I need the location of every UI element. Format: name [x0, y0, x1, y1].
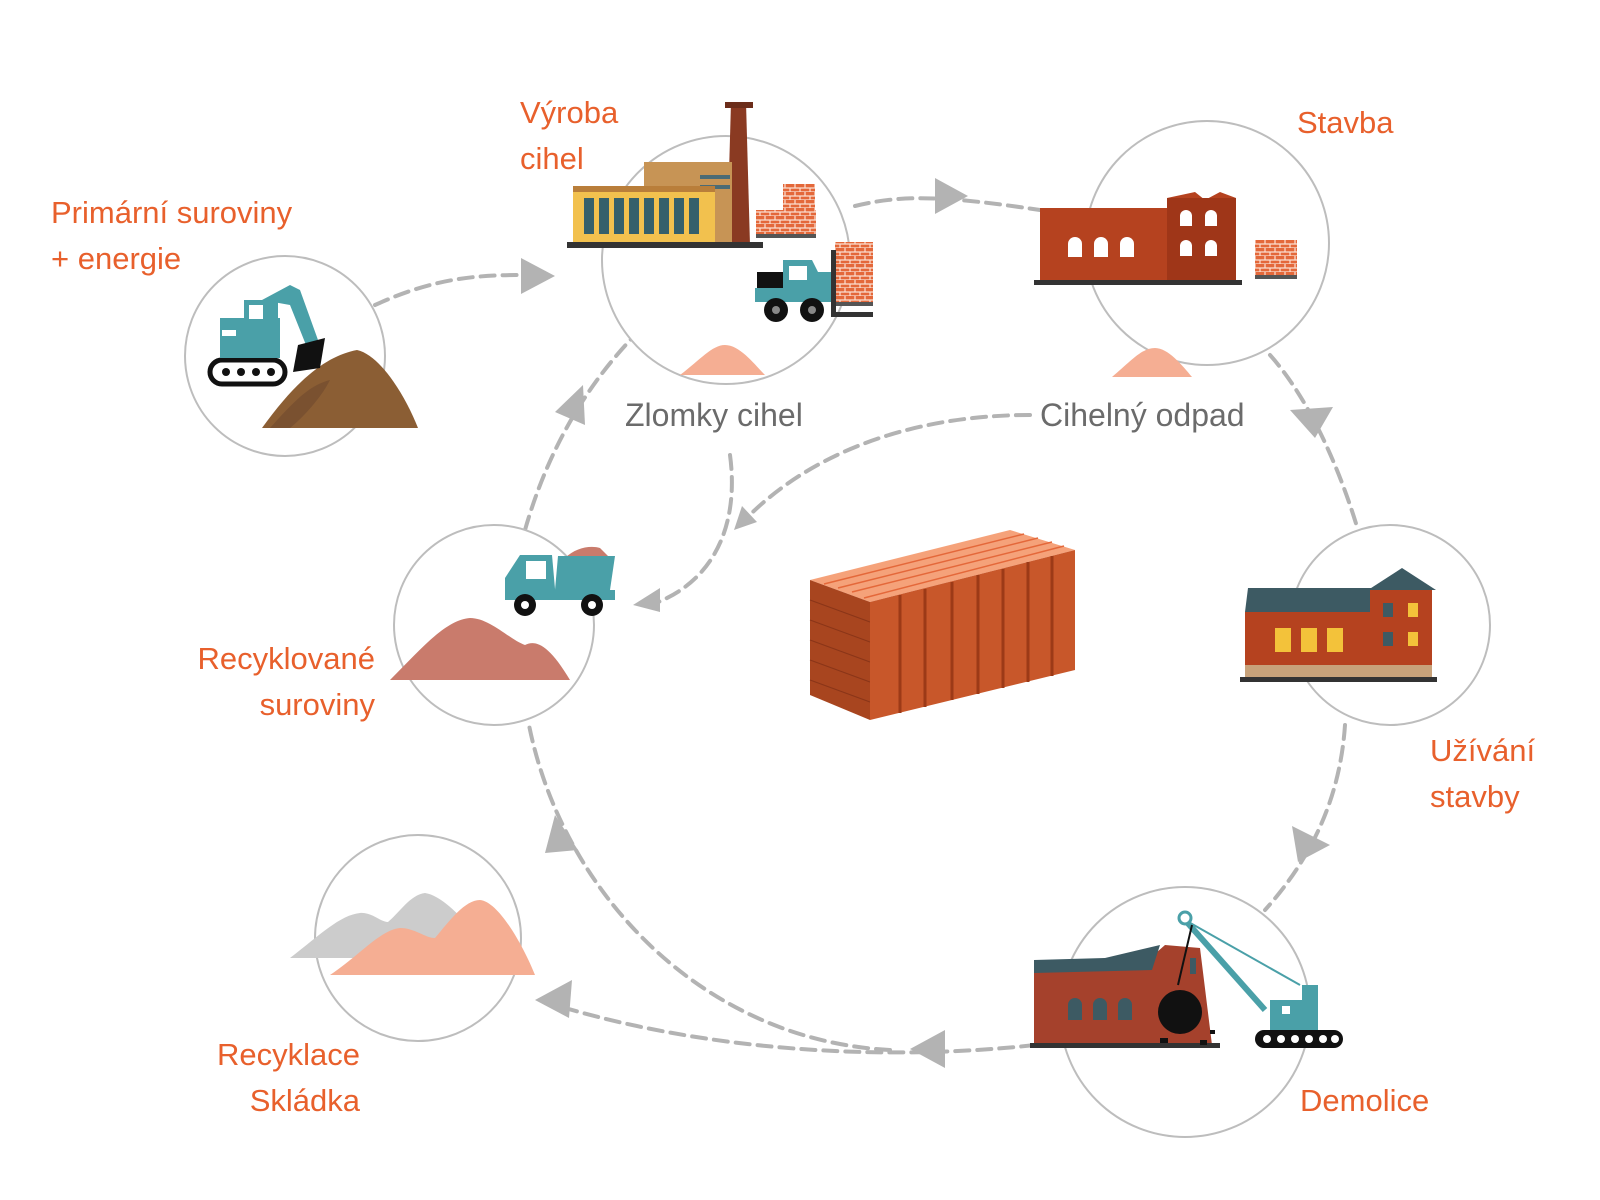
waste-label-brick-fragments: Zlomky cihel: [625, 397, 803, 433]
finished-building-icon: [1240, 568, 1437, 682]
arrow-production-to-construction: [853, 196, 1042, 212]
stage-label-construction: Stavba: [1297, 100, 1394, 146]
brick-factory-icon: [567, 102, 816, 248]
stage-label-usage-line1: Užívání: [1430, 733, 1536, 768]
brick-fragments-heap-icon: [680, 345, 765, 375]
arrow-waste-to-recycled: [738, 413, 1032, 527]
arrowhead-fragments: [633, 588, 660, 612]
stage-label-primary: Primární suroviny + energie: [51, 190, 292, 282]
waste-label-brick-waste: Cihelný odpad: [1040, 397, 1245, 433]
stage-label-production-line2: cihel: [520, 141, 584, 176]
stage-label-landfill: Recyklace Skládka: [190, 1032, 360, 1124]
stage-circle-recycled: [393, 524, 595, 726]
arrowhead-demolition: [910, 1030, 945, 1068]
arrow-recycled-to-production: [523, 328, 642, 532]
arrowhead-landfill: [535, 980, 572, 1018]
hollow-clay-block-icon: [809, 530, 1075, 720]
arrow-demolition-to-landfill: [553, 1003, 1037, 1055]
stage-label-usage: Užívání stavby: [1430, 728, 1535, 820]
stage-label-primary-line1: Primární suroviny: [51, 195, 293, 230]
stage-label-recycled-line2: suroviny: [259, 687, 375, 722]
stage-label-production: Výroba cihel: [520, 90, 618, 182]
forklift-icon: [755, 242, 873, 322]
arrow-construction-to-usage: [1268, 353, 1360, 532]
wrecking-ball-crane-icon: [1030, 910, 1343, 1048]
arrowhead-usage: [1292, 826, 1330, 862]
stage-label-construction-line1: Stavba: [1297, 105, 1394, 140]
arrow-primary-to-production: [373, 273, 522, 307]
stage-label-usage-line2: stavby: [1430, 779, 1520, 814]
material-heaps-icon: [290, 893, 535, 975]
stage-label-recycled-line1: Recyklované: [197, 641, 375, 676]
dump-truck-icon: [390, 546, 615, 680]
arrowhead-production: [935, 178, 968, 214]
arrowhead-recycled: [545, 815, 578, 853]
stage-label-primary-line2: + energie: [51, 241, 182, 276]
arrowhead-construction: [1290, 407, 1333, 438]
arrow-fragments-to-recycled: [648, 453, 734, 607]
brick-waste-heap-icon: [1112, 348, 1192, 377]
arrowhead-to-production: [555, 385, 585, 425]
stage-label-demolition-line1: Demolice: [1300, 1083, 1430, 1118]
stage-label-production-line1: Výroba: [520, 95, 619, 130]
arrowhead-waste: [734, 506, 757, 530]
stage-label-landfill-line1: Recyklace: [217, 1037, 360, 1072]
excavator-icon: [207, 285, 418, 428]
stage-label-demolition: Demolice: [1300, 1078, 1429, 1124]
arrow-usage-to-demolition: [1263, 723, 1347, 912]
stage-label-recycled: Recyklované suroviny: [170, 636, 375, 728]
building-under-construction-icon: [1034, 192, 1297, 285]
stage-label-landfill-line2: Skládka: [249, 1083, 360, 1118]
arrow-demolition-to-recycled: [526, 718, 892, 1052]
arrowhead-primary: [521, 258, 555, 294]
